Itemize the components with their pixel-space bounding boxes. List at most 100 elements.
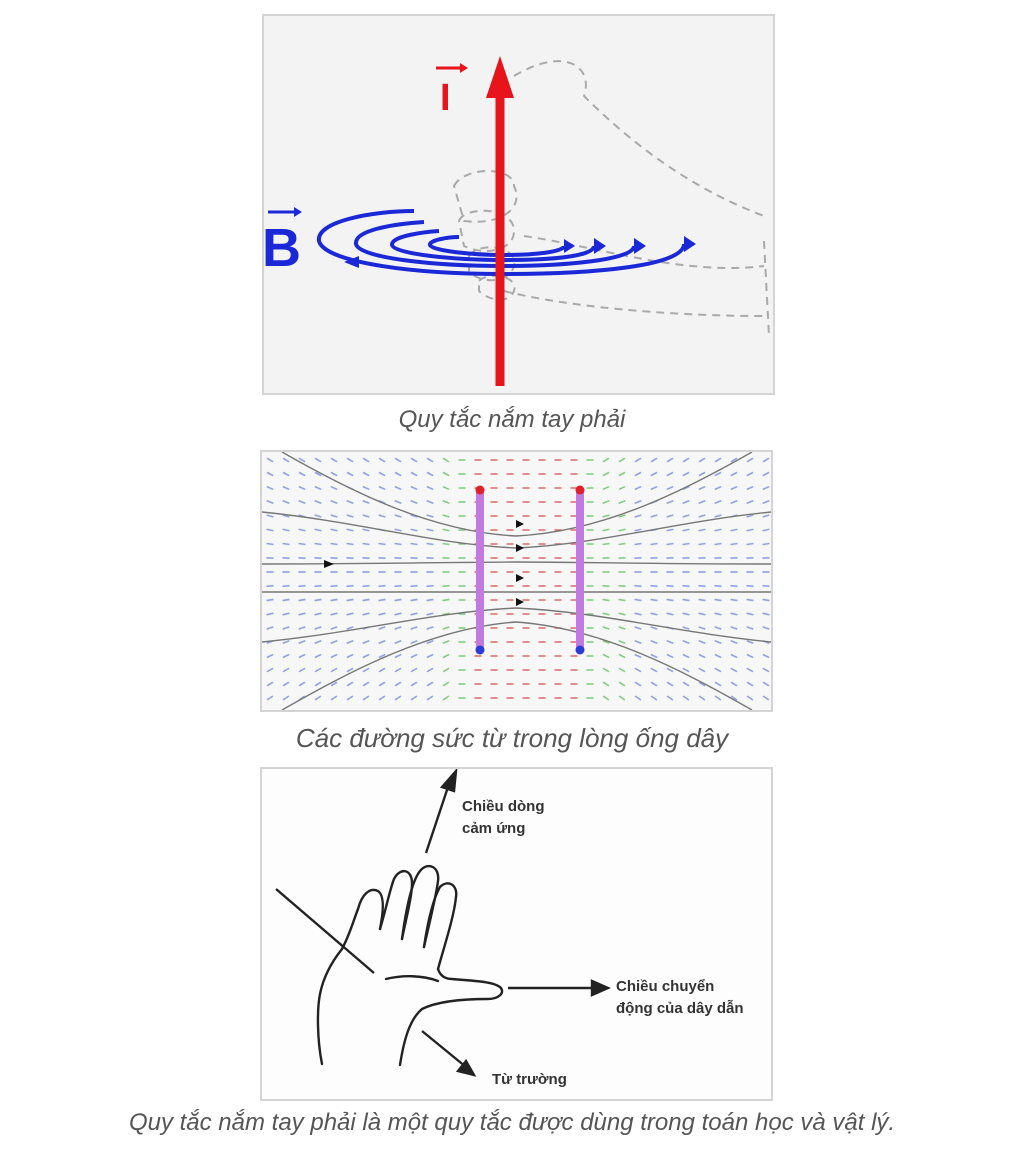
field-vector: [746, 695, 754, 701]
field-vector: [394, 457, 402, 463]
field-vector: [394, 500, 402, 504]
field-vector: [650, 612, 658, 616]
field-vector: [634, 681, 642, 687]
field-vector: [410, 485, 418, 491]
field-vector: [682, 584, 690, 588]
field-vector: [298, 528, 306, 532]
field-vector: [618, 695, 626, 701]
field-vector: [618, 542, 626, 546]
field-vector: [442, 695, 450, 701]
field-vector: [698, 695, 706, 701]
field-vector: [618, 639, 626, 645]
field-vector: [762, 584, 770, 588]
field-vector: [266, 457, 274, 463]
field-vector: [730, 584, 738, 588]
field-vector: [602, 681, 610, 687]
field-vector: [730, 485, 738, 491]
field-vector: [362, 612, 370, 616]
field-vector: [698, 598, 706, 602]
field-vector: [394, 485, 402, 491]
field-vector: [682, 681, 690, 687]
field-vector: [666, 528, 674, 532]
field-vector: [650, 471, 658, 477]
field-vector: [714, 612, 722, 616]
field-vector: [346, 457, 354, 463]
right-hand-rule-figure: Chiều dòng cảm ứng Chiều chuyển động của…: [260, 767, 773, 1101]
field-vector: [602, 626, 610, 630]
field-vector: [730, 500, 738, 504]
field-vector: [346, 514, 354, 518]
field-vector: [442, 653, 450, 659]
field-vector: [346, 681, 354, 687]
field-vector: [330, 584, 338, 588]
field-vector: [410, 612, 418, 616]
field-vector: [378, 639, 386, 645]
field-vector: [602, 639, 610, 645]
hand-drawing: [316, 864, 504, 1067]
field-vector: [410, 471, 418, 477]
solenoid-field-drawing: [262, 452, 771, 710]
grip-rule-drawing: I B: [264, 56, 770, 386]
field-vector: [634, 653, 642, 659]
field-vector: [666, 681, 674, 687]
field-vector: [682, 598, 690, 602]
field-vector: [666, 639, 674, 645]
field-vector: [282, 612, 290, 616]
field-vector: [346, 695, 354, 701]
field-vector: [346, 612, 354, 616]
field-vector: [682, 639, 690, 645]
field-vector: [362, 471, 370, 477]
field-vector: [426, 542, 434, 546]
field-vector: [426, 457, 434, 463]
field-arrowheads: [344, 236, 696, 268]
field-vector: [394, 584, 402, 588]
field-vector: [330, 500, 338, 504]
field-vector: [762, 695, 770, 701]
caption-main: Quy tắc nắm tay phải là một quy tắc được…: [128, 1109, 896, 1136]
field-vector: [730, 667, 738, 673]
field-vector: [426, 626, 434, 630]
field-vector: [298, 667, 306, 673]
field-vector: [282, 514, 290, 518]
field-vector: [650, 667, 658, 673]
field-vector: [282, 500, 290, 504]
field-vector: [730, 542, 738, 546]
field-vector: [666, 612, 674, 616]
field-vector: [746, 639, 754, 645]
field-vector: [410, 514, 418, 518]
field-vector: [602, 695, 610, 701]
field-vector: [650, 639, 658, 645]
field-vector: [714, 681, 722, 687]
field-vector: [426, 681, 434, 687]
field-vector: [298, 639, 306, 645]
field-vector: [682, 626, 690, 630]
field-vector: [410, 500, 418, 504]
field-vector: [698, 626, 706, 630]
field-vector: [698, 639, 706, 645]
field-vector: [298, 653, 306, 659]
field-vector: [330, 681, 338, 687]
field-vector: [682, 514, 690, 518]
field-vector: [650, 457, 658, 463]
field-vector: [266, 542, 274, 546]
field-vector: [442, 667, 450, 673]
field-vector: [714, 626, 722, 630]
field-vector: [618, 457, 626, 463]
field-vector: [378, 457, 386, 463]
field-vector: [650, 485, 658, 491]
field-vector: [378, 598, 386, 602]
field-vector: [650, 514, 658, 518]
field-vector: [410, 528, 418, 532]
field-vector: [714, 471, 722, 477]
field-vector: [602, 514, 610, 518]
field-vector: [618, 471, 626, 477]
field-vector: [714, 667, 722, 673]
field-vector: [762, 514, 770, 518]
field-vector: [346, 653, 354, 659]
field-vector: [666, 485, 674, 491]
field-lines: [262, 452, 771, 710]
field-vector: [650, 695, 658, 701]
field-vector: [298, 500, 306, 504]
field-vector: [314, 485, 322, 491]
field-vector: [602, 542, 610, 546]
